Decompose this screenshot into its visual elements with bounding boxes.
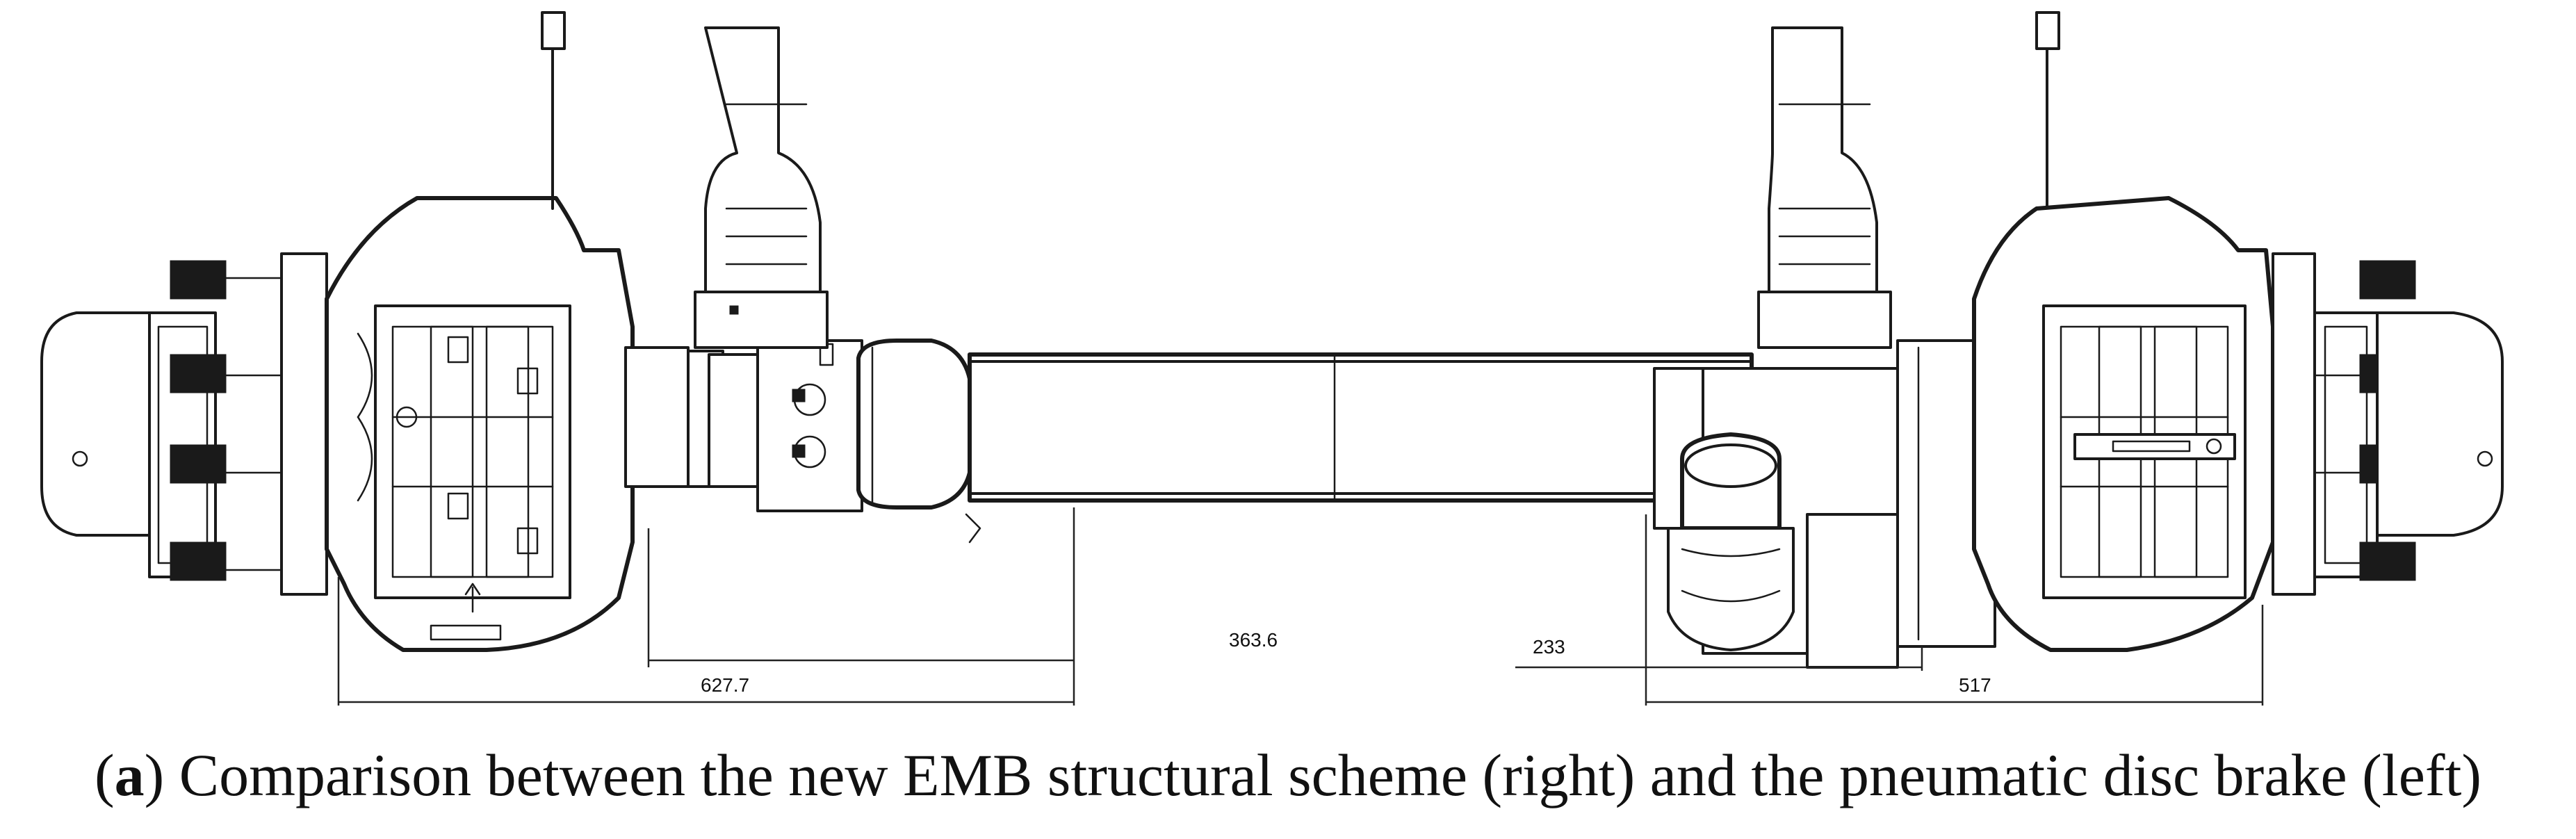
right-emb-actuator xyxy=(1653,339,1996,669)
right-caliper xyxy=(1972,11,2275,652)
axle-beam xyxy=(968,352,1754,503)
left-wheel-hub xyxy=(40,252,328,596)
figure-caption: (a) Comparison between the new EMB struc… xyxy=(94,742,2482,808)
dim-left-partial: 363.6 xyxy=(1229,629,1278,651)
right-suspension-arm xyxy=(1757,26,1892,349)
left-suspension-arm xyxy=(694,26,829,349)
right-wheel-hub xyxy=(2272,252,2504,596)
dim-left-overall: 627.7 xyxy=(701,674,749,696)
technical-drawing: 627.7 363.6 233 517 xyxy=(40,11,2504,706)
left-brake-chamber xyxy=(541,11,1030,544)
caption-text: ) Comparison between the new EMB structu… xyxy=(144,742,2482,808)
caption-label: a xyxy=(114,742,145,808)
dim-right-overall: 517 xyxy=(1959,674,1991,696)
dim-right-partial: 233 xyxy=(1533,636,1565,658)
dimension-lines xyxy=(337,507,2264,706)
left-caliper xyxy=(325,196,635,652)
